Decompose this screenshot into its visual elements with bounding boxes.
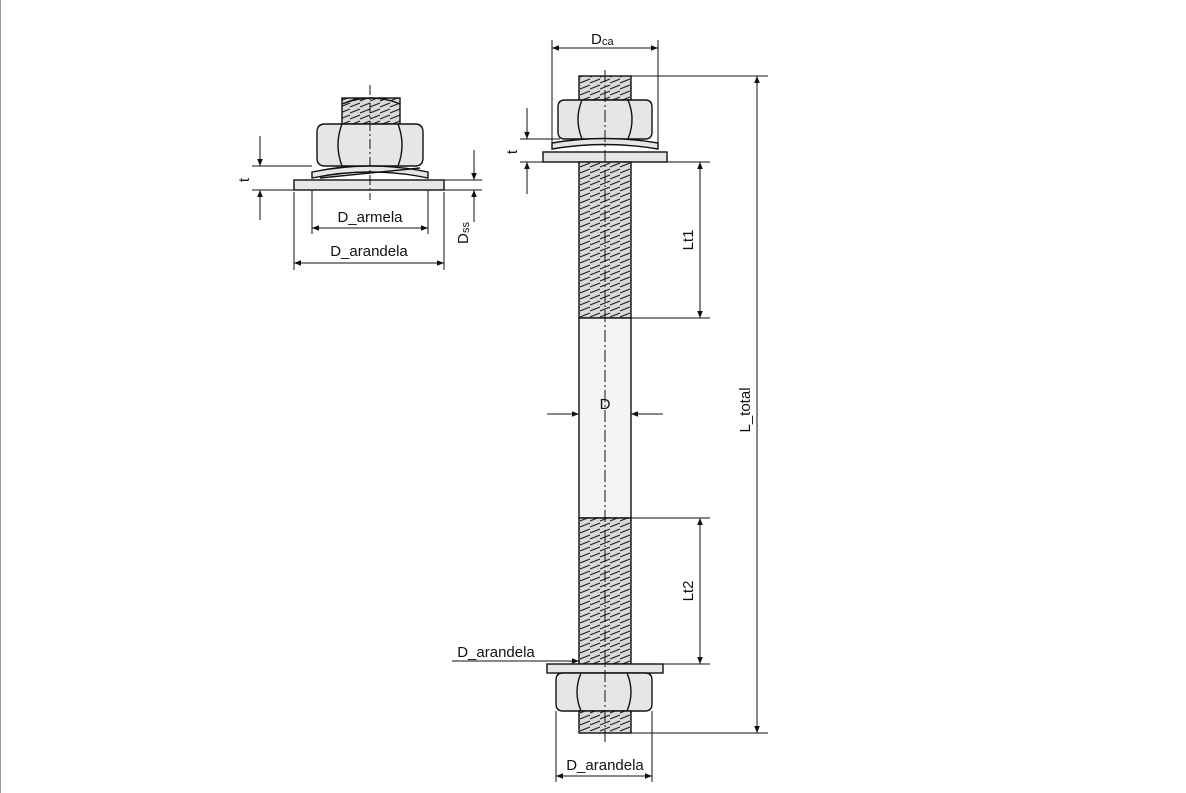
label-d-ss: D ss — [455, 222, 472, 245]
label-t-top: t — [504, 149, 521, 154]
label-d-ca: D ca — [591, 31, 615, 48]
left-stud-crown — [341, 97, 401, 105]
label-d-arandela-side: D_arandela — [457, 644, 535, 661]
top-spring-washer — [551, 137, 659, 150]
label-d-armela: D_armela — [337, 209, 403, 226]
label-lt1: Lt1 — [680, 230, 697, 251]
rod-dimensions — [452, 40, 768, 782]
svg-text:D: D — [455, 233, 472, 244]
left-detail — [293, 85, 445, 200]
left-flat-washer — [293, 179, 445, 191]
label-d-arandela-bottom: D_arandela — [566, 757, 644, 774]
svg-text:ss: ss — [460, 222, 472, 234]
label-d-arandela-left: D_arandela — [330, 243, 408, 260]
label-lt2: Lt2 — [680, 581, 697, 602]
left-spring-washer — [311, 165, 429, 179]
left-dimensions — [252, 136, 482, 270]
frame-edge — [0, 0, 1, 793]
label-t-left: t — [236, 177, 253, 182]
anchor-rod — [542, 70, 668, 742]
bottom-hex-nut — [555, 672, 653, 712]
svg-text:D: D — [591, 31, 602, 48]
label-d: D — [600, 396, 611, 413]
label-l-total: L_total — [737, 387, 754, 432]
svg-text:ca: ca — [602, 36, 615, 48]
left-stud-thread — [341, 97, 401, 125]
